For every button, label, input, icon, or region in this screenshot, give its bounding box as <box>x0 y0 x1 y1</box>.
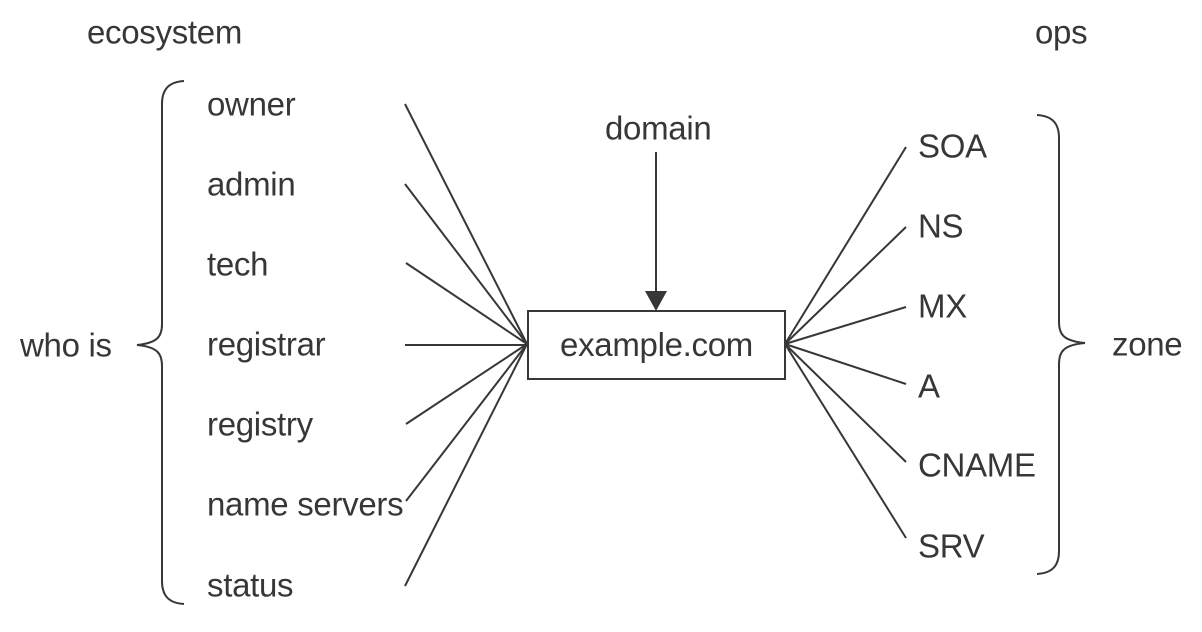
zone-item-cname: CNAME <box>918 446 1036 484</box>
connector-admin <box>404 183 528 345</box>
ops-title: ops <box>1035 13 1088 51</box>
whois-item-tech: tech <box>207 245 269 283</box>
domain-arrow-head <box>645 291 667 311</box>
connector-tech <box>405 262 528 345</box>
connector-cname <box>784 343 907 463</box>
zone-brace <box>1036 114 1086 575</box>
connector-srv <box>784 343 907 539</box>
whois-item-admin: admin <box>207 165 296 203</box>
whois-item-registry: registry <box>207 405 313 443</box>
zone-item-a: A <box>918 367 940 405</box>
connector-mx <box>784 306 907 345</box>
zone-item-ns: NS <box>918 207 964 245</box>
zone-item-srv: SRV <box>918 527 985 565</box>
zone-item-mx: MX <box>918 287 967 325</box>
whois-item-owner: owner <box>207 85 296 123</box>
connector-soa <box>784 146 907 345</box>
connector-ns <box>784 226 907 345</box>
domain-node-label: example.com <box>560 326 753 363</box>
connector-name-servers <box>405 343 528 502</box>
zone-brace-label: zone <box>1112 325 1183 363</box>
whois-brace <box>136 80 185 605</box>
whois-brace-label: who is <box>20 326 112 364</box>
domain-arrow-label: domain <box>605 109 712 147</box>
whois-item-name-servers: name servers <box>207 485 404 523</box>
whois-item-status: status <box>207 566 294 604</box>
connector-owner <box>404 103 528 345</box>
ecosystem-title: ecosystem <box>87 13 243 51</box>
connector-registry <box>405 343 528 425</box>
whois-item-registrar: registrar <box>207 325 326 363</box>
domain-node-box <box>527 310 786 380</box>
zone-item-soa: SOA <box>918 127 987 165</box>
connector-status <box>404 343 528 587</box>
connector-a <box>784 343 907 385</box>
